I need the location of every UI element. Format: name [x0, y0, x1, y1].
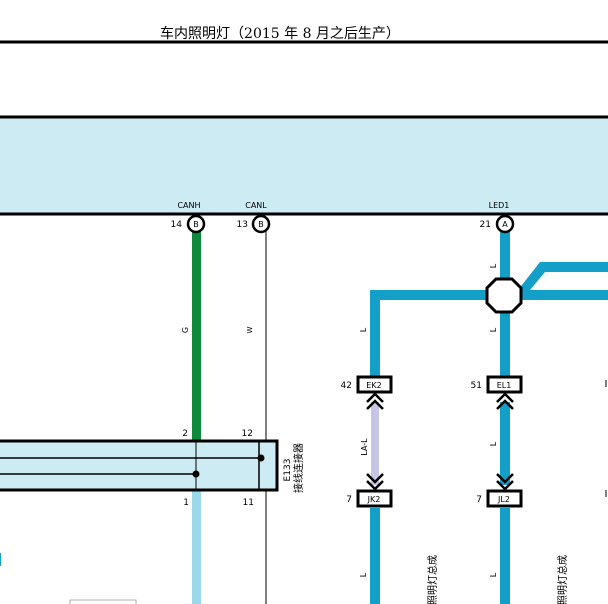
- connector-el1-name: EL1: [497, 381, 512, 390]
- connector-jl2-pin: 7: [476, 495, 482, 505]
- chevron-ek2-a: [366, 392, 384, 403]
- wire-color-jk2: L: [359, 572, 368, 577]
- pin-number-led1: 21: [480, 220, 491, 230]
- connector-jk2-pin: 7: [346, 495, 352, 505]
- wire-el1-jl2: [500, 402, 510, 485]
- wire-color-canl: W: [246, 326, 254, 333]
- wire-canh: [192, 231, 201, 441]
- wire-led-branch: [518, 262, 608, 290]
- terminal-canh-letter: B: [193, 220, 199, 229]
- connector-el1-pin: 51: [471, 381, 482, 391]
- wire-color-left: L: [359, 327, 368, 332]
- terminal-led1: [495, 214, 515, 234]
- connector-ek2: [356, 375, 393, 394]
- lamp-label-b: 照明灯总成: [556, 555, 569, 604]
- connector-jk2-name: JK2: [367, 495, 381, 504]
- wire-color-led-top: L: [489, 263, 498, 268]
- page-title: 车内照明灯（2015 年 8 月之后生产）: [160, 25, 400, 42]
- wire-color-el1-jl2: L: [489, 441, 498, 446]
- pin-label-canh: CANH: [177, 201, 200, 210]
- terminal-canh: [186, 214, 206, 234]
- terminal-canl-letter: B: [258, 220, 264, 229]
- wire-jl2-down: [500, 508, 510, 604]
- chevron-jk2-a: [366, 473, 384, 484]
- chevron-el1-b: [496, 399, 514, 410]
- chevron-ek2-b: [366, 399, 384, 410]
- wire-color-canh: G: [181, 327, 190, 333]
- ecu-block: [0, 115, 608, 216]
- junction-pin-bottom-left: 1: [183, 498, 189, 508]
- splice-point: [485, 277, 523, 314]
- pin-label-canl: CANL: [245, 201, 267, 210]
- junction-node-right: [257, 454, 265, 462]
- connector-ek2-pin: 42: [341, 381, 352, 391]
- wire-la-l: [371, 402, 379, 485]
- junction-node-left: [192, 470, 200, 478]
- chevron-jl2-a: [496, 473, 514, 484]
- wire-color-center: L: [489, 327, 498, 332]
- junction-pin-bottom-right: 11: [243, 498, 254, 508]
- edge-mark-bottom: [69, 599, 137, 604]
- connector-ek2-name: EK2: [366, 381, 381, 390]
- pin-label-led1: LED1: [489, 201, 510, 210]
- chevron-jk2-b: [366, 480, 384, 491]
- wire-label-la-l: LA-L: [360, 438, 369, 456]
- pin-number-canl: 13: [237, 220, 248, 230]
- chevron-el1-a: [496, 392, 514, 403]
- connector-jl2-name: JL2: [497, 495, 510, 504]
- wire-jk2-down: [370, 508, 380, 604]
- junction-name: 接线连接器: [292, 443, 305, 493]
- chevron-jl2-b: [496, 480, 514, 491]
- terminal-canl: [251, 214, 271, 234]
- terminal-led1-letter: A: [502, 220, 508, 229]
- pin-number-canh: 14: [171, 220, 183, 230]
- connector-jk2: [356, 489, 393, 508]
- wire-led-left-drop: [370, 295, 380, 376]
- connector-el1: [486, 375, 523, 394]
- wire-canh-lower: [192, 490, 201, 604]
- junction-e133: [0, 439, 279, 492]
- connector-jl2: [486, 489, 523, 508]
- junction-id: E133: [283, 459, 293, 482]
- junction-pin-top-left: 2: [182, 429, 188, 439]
- lamp-label-a: 照明灯总成: [426, 555, 439, 604]
- wire-color-jl2: L: [489, 572, 498, 577]
- junction-pin-top-right: 12: [242, 429, 253, 439]
